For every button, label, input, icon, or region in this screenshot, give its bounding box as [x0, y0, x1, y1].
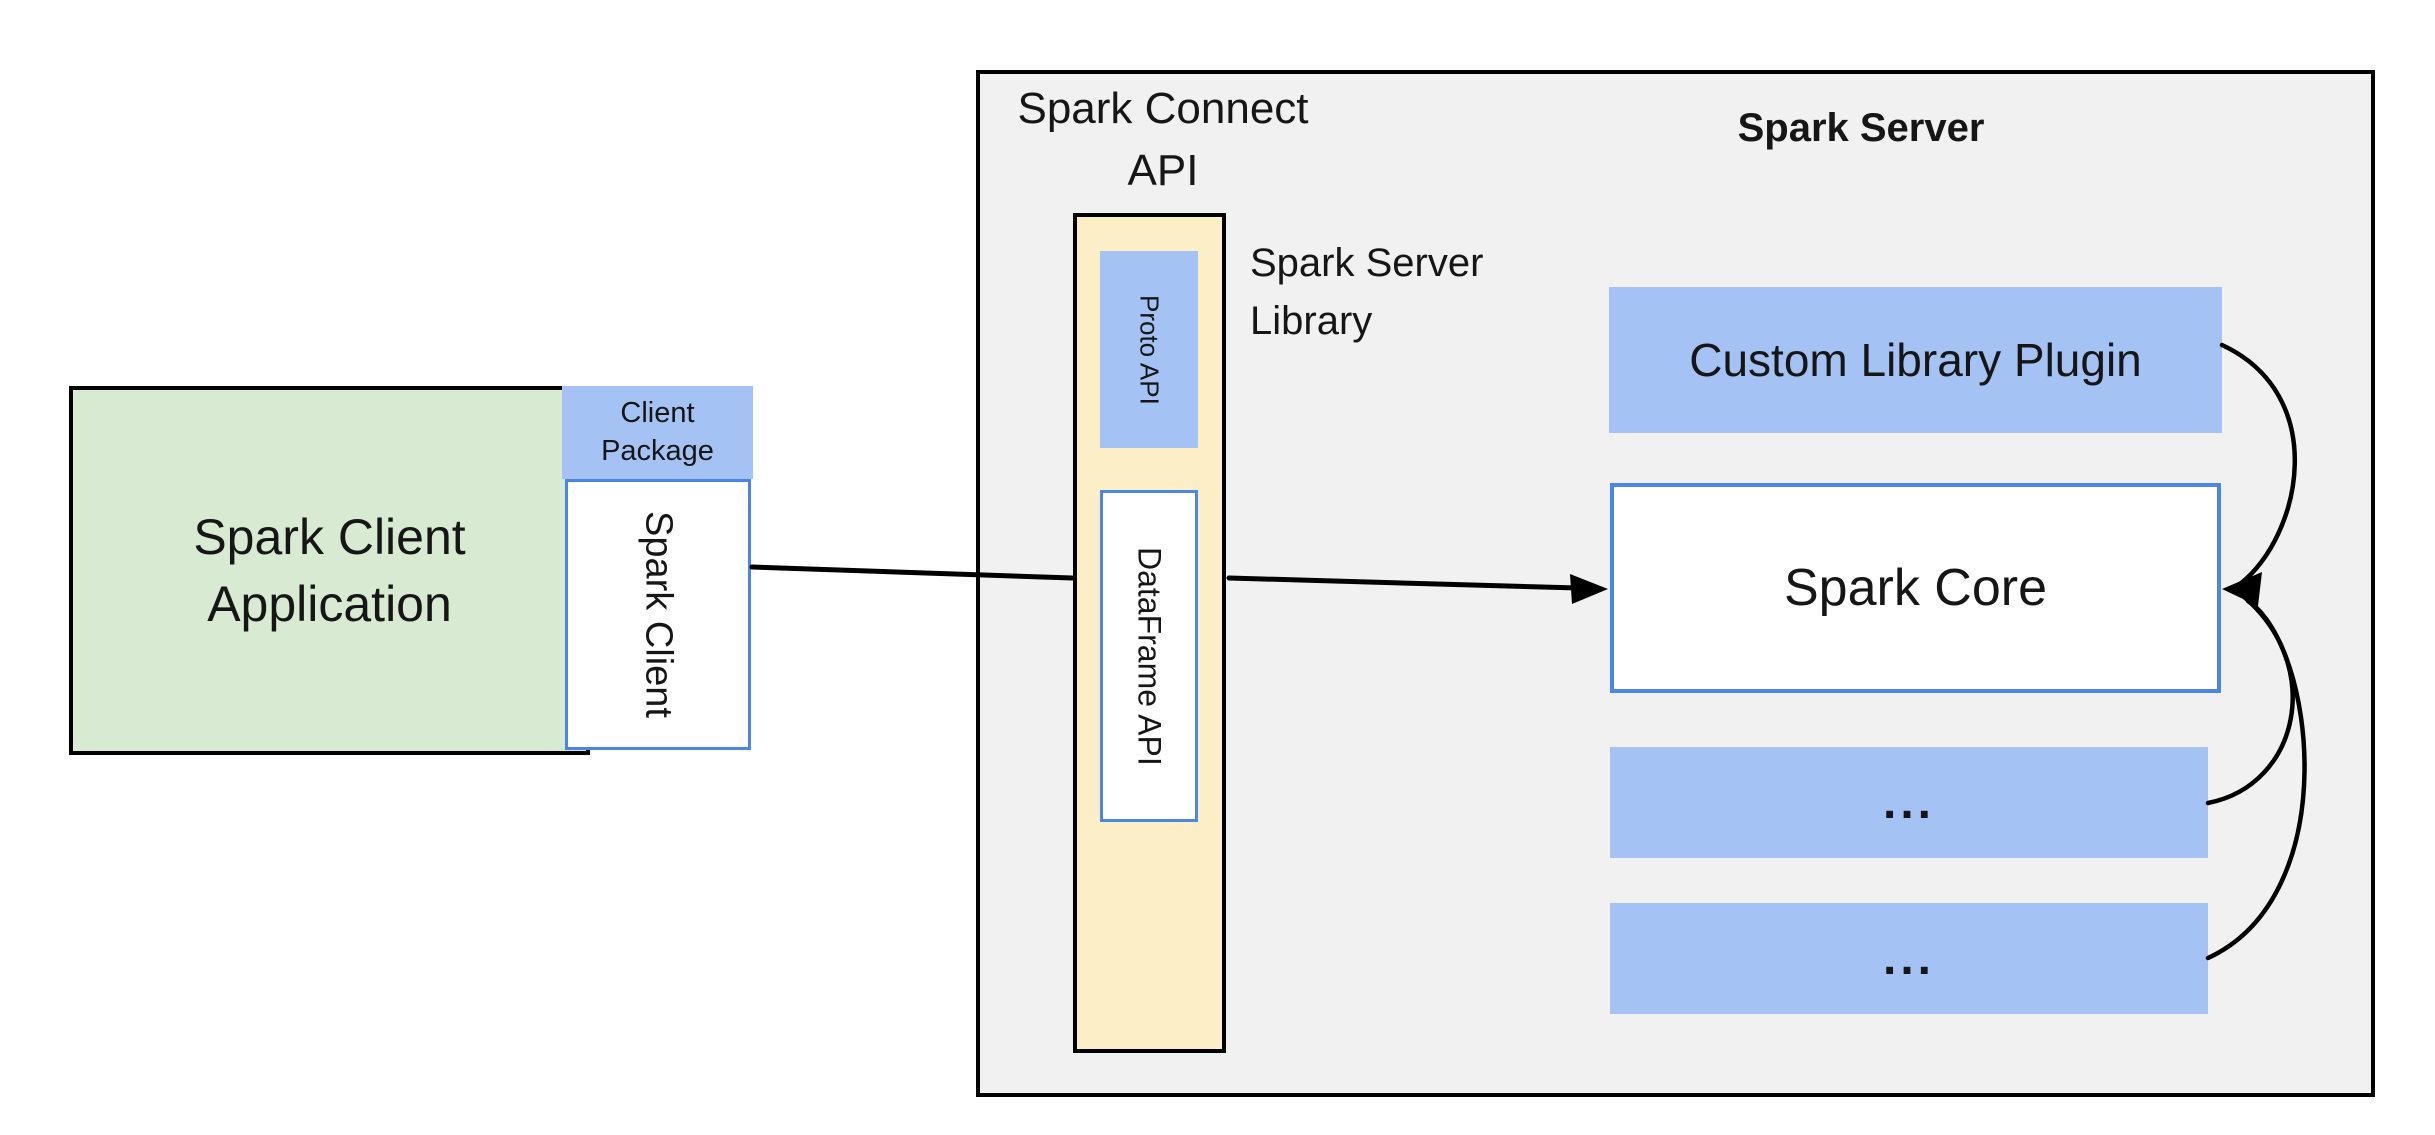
spark-connect-api-heading: Spark Connect API	[1017, 84, 1309, 196]
client-package-label: Client Package	[601, 396, 714, 467]
spark-server-heading: Spark Server	[1737, 106, 1985, 150]
dataframe-api-box: DataFrame API	[1100, 490, 1198, 822]
spark-client-label: Spark Client	[637, 511, 680, 718]
dataframe-api-label: DataFrame API	[1131, 546, 1168, 766]
custom-library-plugin-label: Custom Library Plugin	[1689, 334, 2142, 386]
spark-client-application-label: Spark Client Application	[193, 508, 466, 632]
ellipsis-box-2: ...	[1610, 903, 2208, 1014]
spark-client-box: Spark Client	[565, 479, 751, 750]
ellipsis-box-1: ...	[1610, 747, 2208, 858]
ellipsis-label-1: ...	[1882, 776, 1935, 829]
proto-api-box: Proto API	[1100, 251, 1198, 448]
spark-core-label: Spark Core	[1784, 559, 2047, 617]
spark-server-library-heading: Spark Server Library	[1250, 241, 1484, 343]
client-package-box: Client Package	[562, 386, 753, 479]
ellipsis-label-2: ...	[1882, 932, 1935, 985]
proto-api-label: Proto API	[1134, 294, 1165, 405]
custom-library-plugin-box: Custom Library Plugin	[1609, 287, 2222, 433]
spark-client-application-box: Spark Client Application	[69, 386, 590, 755]
spark-core-box: Spark Core	[1610, 483, 2221, 693]
